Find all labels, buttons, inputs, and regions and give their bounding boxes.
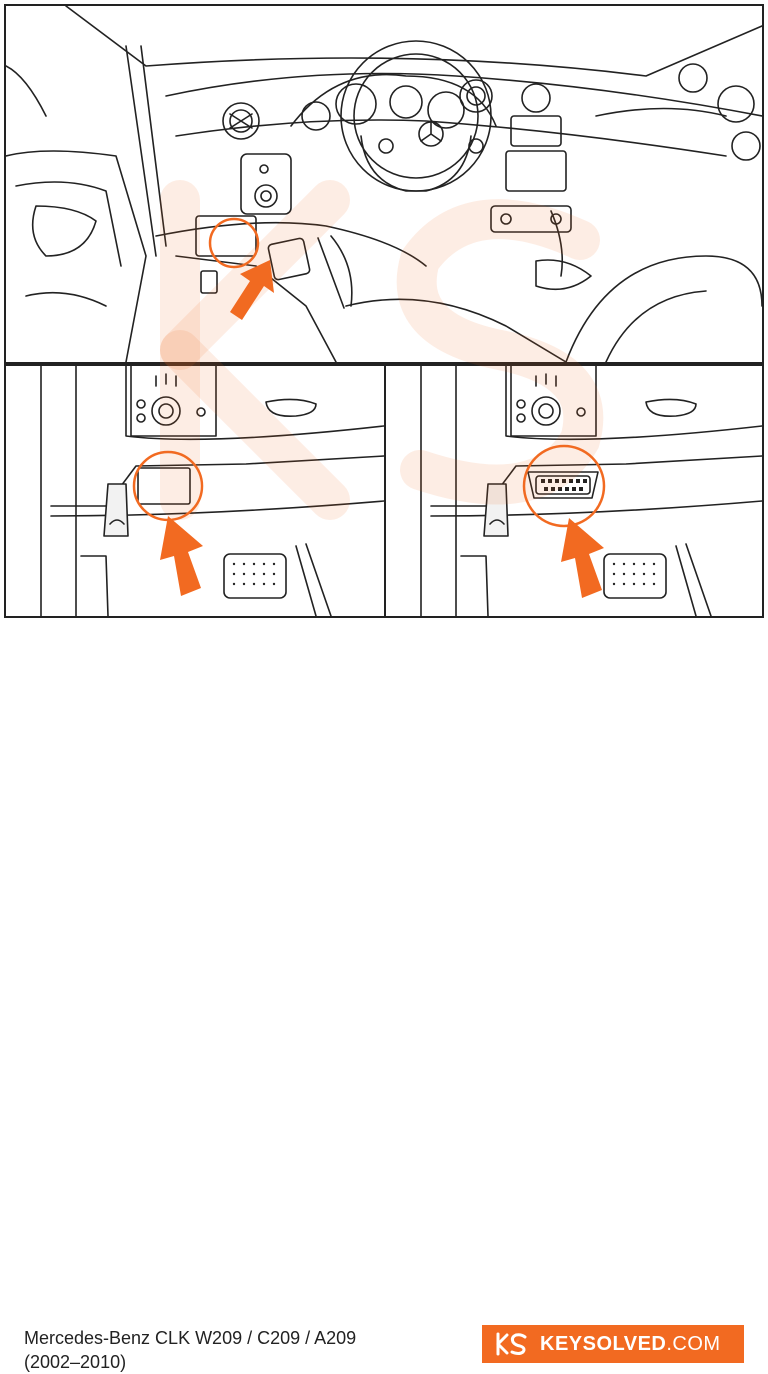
orange-arrow-icon xyxy=(230,260,274,320)
highlight-circle-icon xyxy=(208,217,260,269)
dashboard-illustration xyxy=(6,6,762,362)
orange-arrow-icon xyxy=(561,518,604,598)
closeup-port-illustration xyxy=(420,366,762,616)
obd-pins xyxy=(541,479,587,491)
vehicle-years: (2002–2010) xyxy=(24,1352,127,1372)
brand-badge[interactable]: KEYSOLVED .COM xyxy=(482,1325,744,1363)
overview-panel xyxy=(4,4,764,364)
vehicle-title: Mercedes-Benz CLK W209 / C209 / A209 xyxy=(24,1328,357,1348)
closeup-panel-port xyxy=(384,364,764,618)
brand-tld: .COM xyxy=(666,1332,721,1355)
closeup-cover-illustration xyxy=(40,366,384,616)
pedal-texture xyxy=(232,562,276,586)
highlight-circle-icon xyxy=(522,444,606,528)
orange-arrow-icon xyxy=(160,516,203,596)
brand-name: KEYSOLVED xyxy=(540,1332,667,1355)
closeup-panel-cover xyxy=(4,364,386,618)
vehicle-caption: Mercedes-Benz CLK W209 / C209 / A209 (20… xyxy=(24,1326,444,1374)
pedal-texture xyxy=(612,562,656,586)
obd-port-icon xyxy=(527,471,599,499)
highlight-circle-icon xyxy=(132,450,204,522)
footer: Mercedes-Benz CLK W209 / C209 / A209 (20… xyxy=(0,620,768,1372)
keysolved-logo-icon xyxy=(496,1332,527,1356)
